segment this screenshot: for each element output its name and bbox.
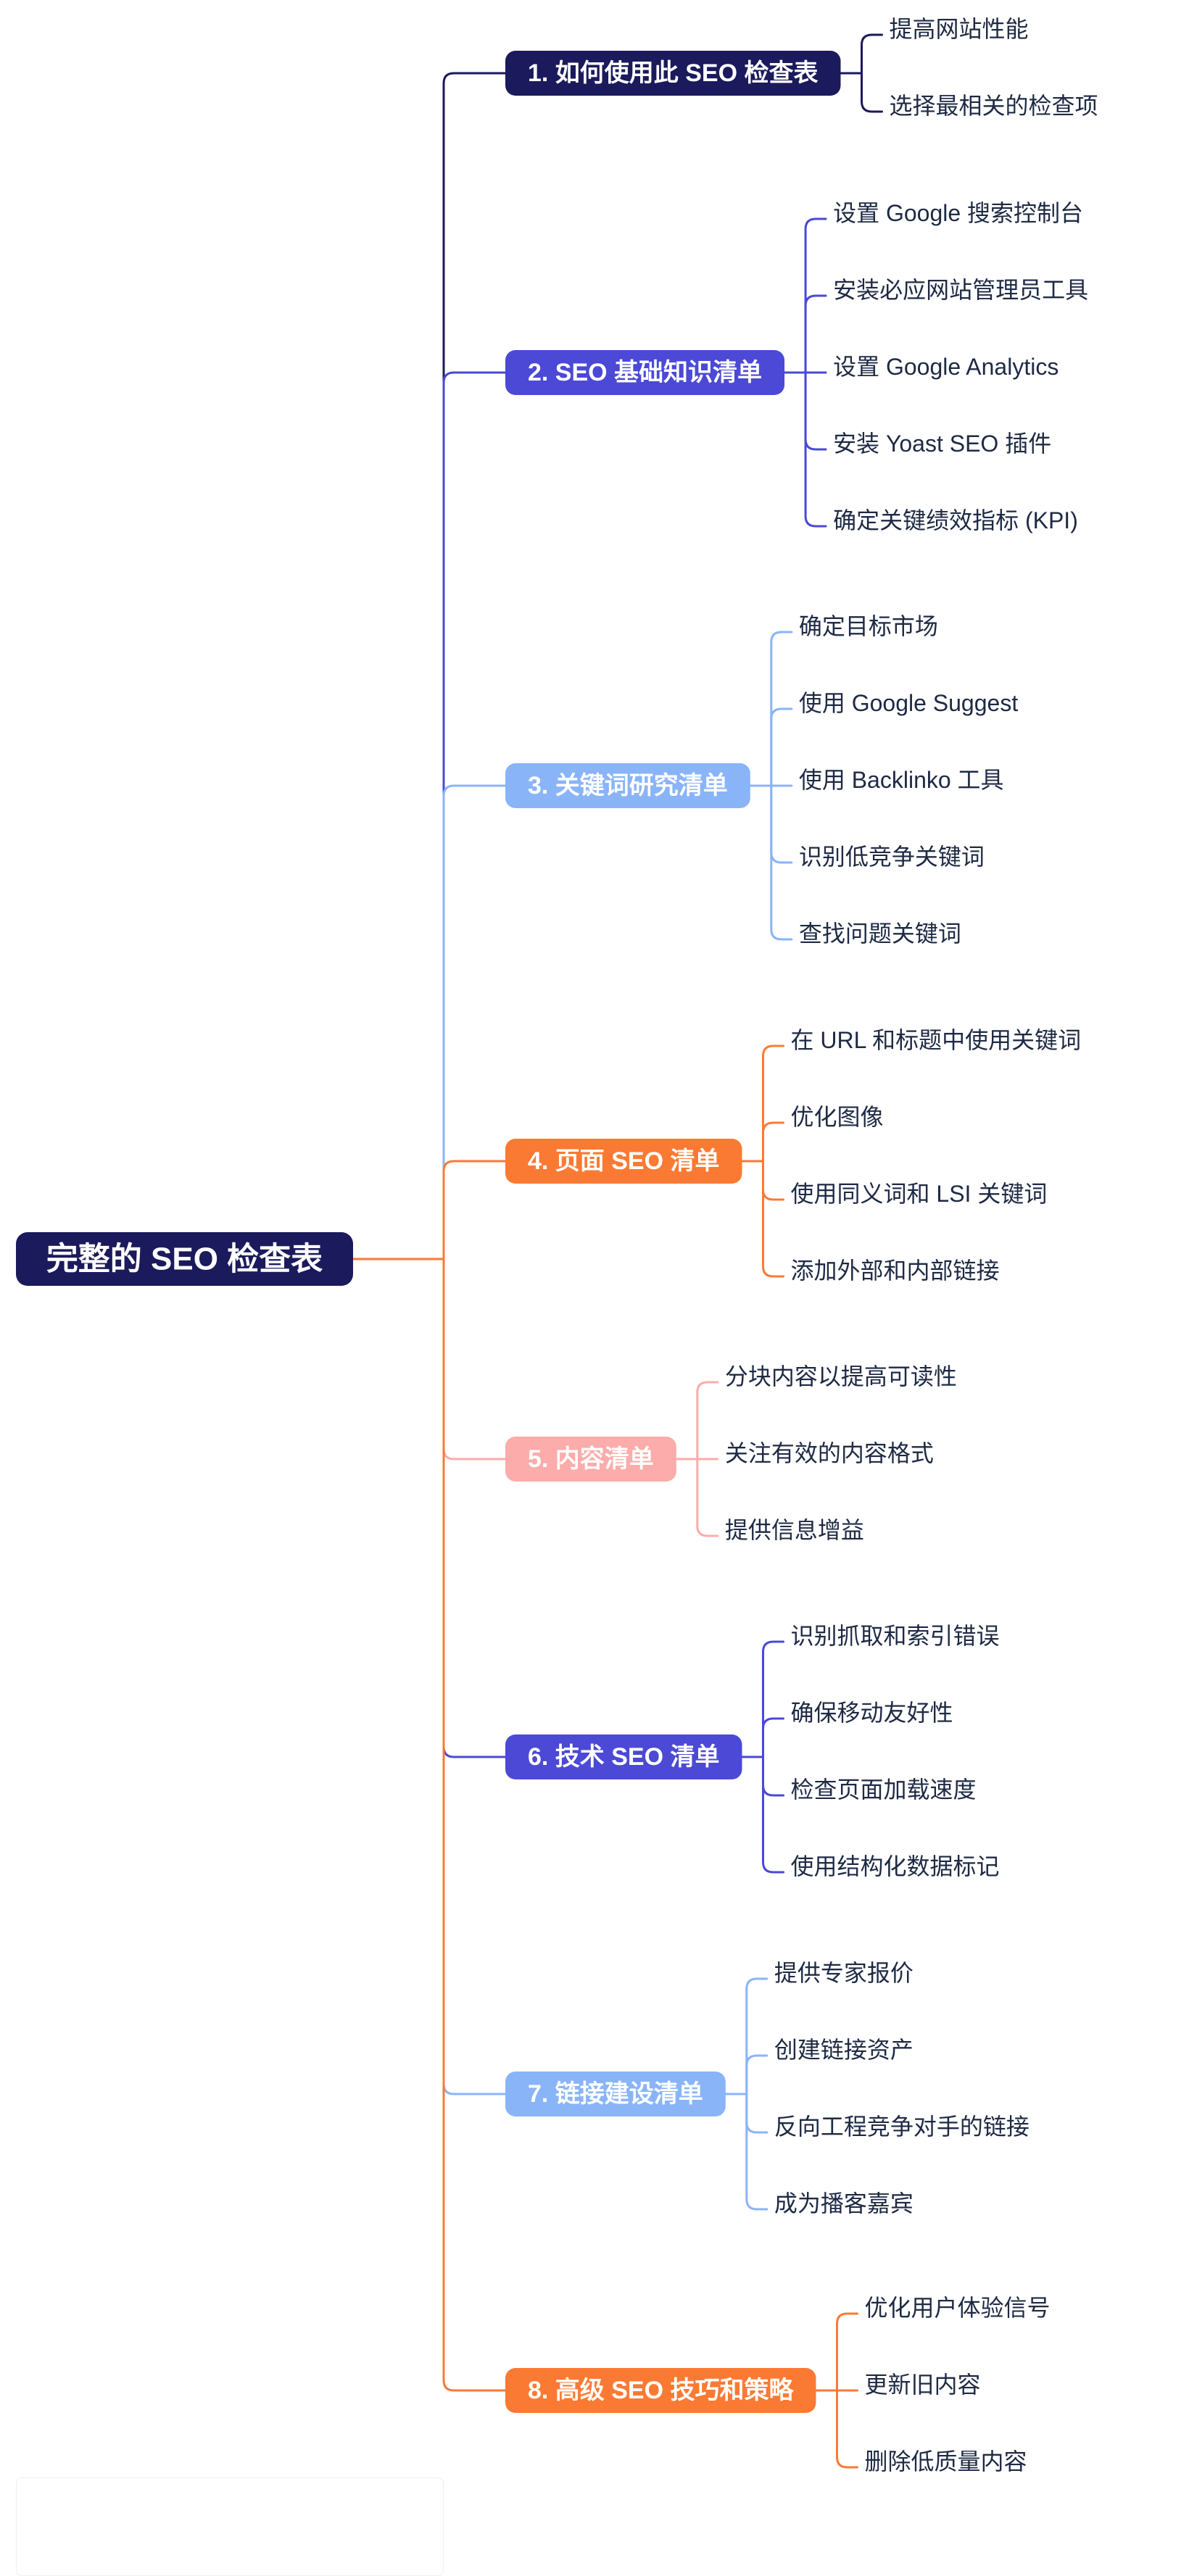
item-link: [762, 1640, 784, 1758]
item-link: [762, 1756, 784, 1797]
item-link: [836, 2389, 858, 2469]
item-label: 添加外部和内部链接: [791, 1258, 1000, 1284]
item-label: 提供专家报价: [774, 1960, 914, 1986]
item-label: 创建链接资产: [774, 2037, 914, 2063]
item-label: 提高网站性能: [890, 16, 1029, 42]
item-label: 反向工程竞争对手的链接: [774, 2114, 1030, 2140]
section-label-5: 5. 内容清单: [528, 1445, 654, 1473]
item-label: 识别抓取和索引错误: [791, 1623, 1000, 1649]
item-link: [745, 1977, 768, 2095]
trunk-link-6: [352, 1258, 507, 1758]
item-link: [836, 2312, 858, 2392]
section-node-1: [505, 51, 841, 96]
item-link: [770, 784, 793, 941]
item-label: 识别低竞争关键词: [799, 844, 985, 870]
section-node-5: [505, 1437, 676, 1482]
item-label: 使用同义词和 LSI 关键词: [791, 1181, 1048, 1207]
item-link: [762, 1121, 784, 1163]
item-link: [762, 1756, 784, 1874]
item-label: 在 URL 和标题中使用关键词: [791, 1027, 1082, 1053]
item-link: [762, 1717, 784, 1758]
section-node-8: [505, 2368, 816, 2413]
section-label-1: 1. 如何使用此 SEO 检查表: [528, 59, 819, 87]
section-label-7: 7. 链接建设清单: [528, 2080, 703, 2108]
section-node-2: [505, 350, 785, 395]
connector-lines: [352, 33, 883, 2469]
item-label: 查找问题关键词: [799, 921, 961, 947]
item-link: [770, 631, 793, 787]
item-label: 设置 Google Analytics: [833, 354, 1058, 380]
item-label: 确定关键绩效指标 (KPI): [833, 507, 1078, 533]
item-link: [804, 294, 827, 374]
item-link: [745, 2054, 768, 2095]
section-label-6: 6. 技术 SEO 清单: [528, 1743, 720, 1771]
section-label-2: 2. SEO 基础知识清单: [528, 359, 762, 386]
item-link: [762, 1160, 784, 1278]
section-node-3: [505, 763, 750, 808]
item-label: 安装必应网站管理员工具: [833, 277, 1088, 303]
trunk-link-1: [352, 72, 507, 1260]
item-link: [861, 33, 883, 75]
item-link: [770, 784, 793, 864]
item-label: 更新旧内容: [865, 2372, 981, 2398]
trunk-link-7: [352, 1258, 507, 2095]
trunk-link-8: [352, 1258, 507, 2392]
mind-map-nodes: 完整的 SEO 检查表 1. 如何使用此 SEO 检查表 提高网站性能选择最相关的检…: [16, 16, 1098, 2475]
item-link: [804, 371, 827, 451]
trunk-link-2: [352, 371, 507, 1260]
item-label: 使用 Backlinko 工具: [799, 767, 1004, 793]
item-label: 检查页面加载速度: [791, 1777, 977, 1803]
section-label-8: 8. 高级 SEO 技巧和策略: [528, 2377, 794, 2404]
item-link: [762, 1160, 784, 1201]
item-label: 确保移动友好性: [791, 1700, 953, 1726]
item-link: [745, 2093, 768, 2211]
trunk-link-5: [352, 1258, 507, 1461]
item-link: [762, 1044, 784, 1163]
watermark-box: [16, 2477, 444, 2576]
item-label: 分块内容以提高可读性: [725, 1363, 957, 1389]
item-link: [745, 2093, 768, 2134]
item-label: 提供信息增益: [725, 1517, 864, 1543]
item-link: [861, 72, 883, 113]
item-link: [770, 707, 793, 787]
trunk-link-4: [352, 1160, 507, 1260]
section-label-4: 4. 页面 SEO 清单: [528, 1147, 720, 1175]
item-link: [804, 217, 827, 374]
item-label: 使用 Google Suggest: [799, 690, 1019, 716]
root-label: 完整的 SEO 检查表: [46, 1242, 323, 1277]
root-node: [16, 1232, 353, 1286]
item-label: 安装 Yoast SEO 插件: [833, 431, 1051, 457]
trunk-link-3: [352, 784, 507, 1260]
item-label: 关注有效的内容格式: [725, 1440, 934, 1466]
section-node-7: [505, 2072, 726, 2116]
item-link: [696, 1381, 719, 1461]
item-label: 确定目标市场: [799, 613, 938, 639]
item-label: 优化图像: [791, 1104, 884, 1130]
item-label: 设置 Google 搜索控制台: [833, 200, 1083, 226]
section-node-6: [505, 1734, 742, 1779]
item-label: 使用结构化数据标记: [791, 1853, 1000, 1879]
item-link: [696, 1458, 719, 1537]
section-node-4: [505, 1139, 742, 1184]
item-label: 选择最相关的检查项: [890, 93, 1098, 119]
item-link: [804, 371, 827, 528]
item-label: 优化用户体验信号: [865, 2295, 1051, 2321]
item-label: 删除低质量内容: [865, 2448, 1027, 2475]
item-label: 成为播客嘉宾: [774, 2190, 914, 2216]
section-label-3: 3. 关键词研究清单: [528, 772, 728, 799]
